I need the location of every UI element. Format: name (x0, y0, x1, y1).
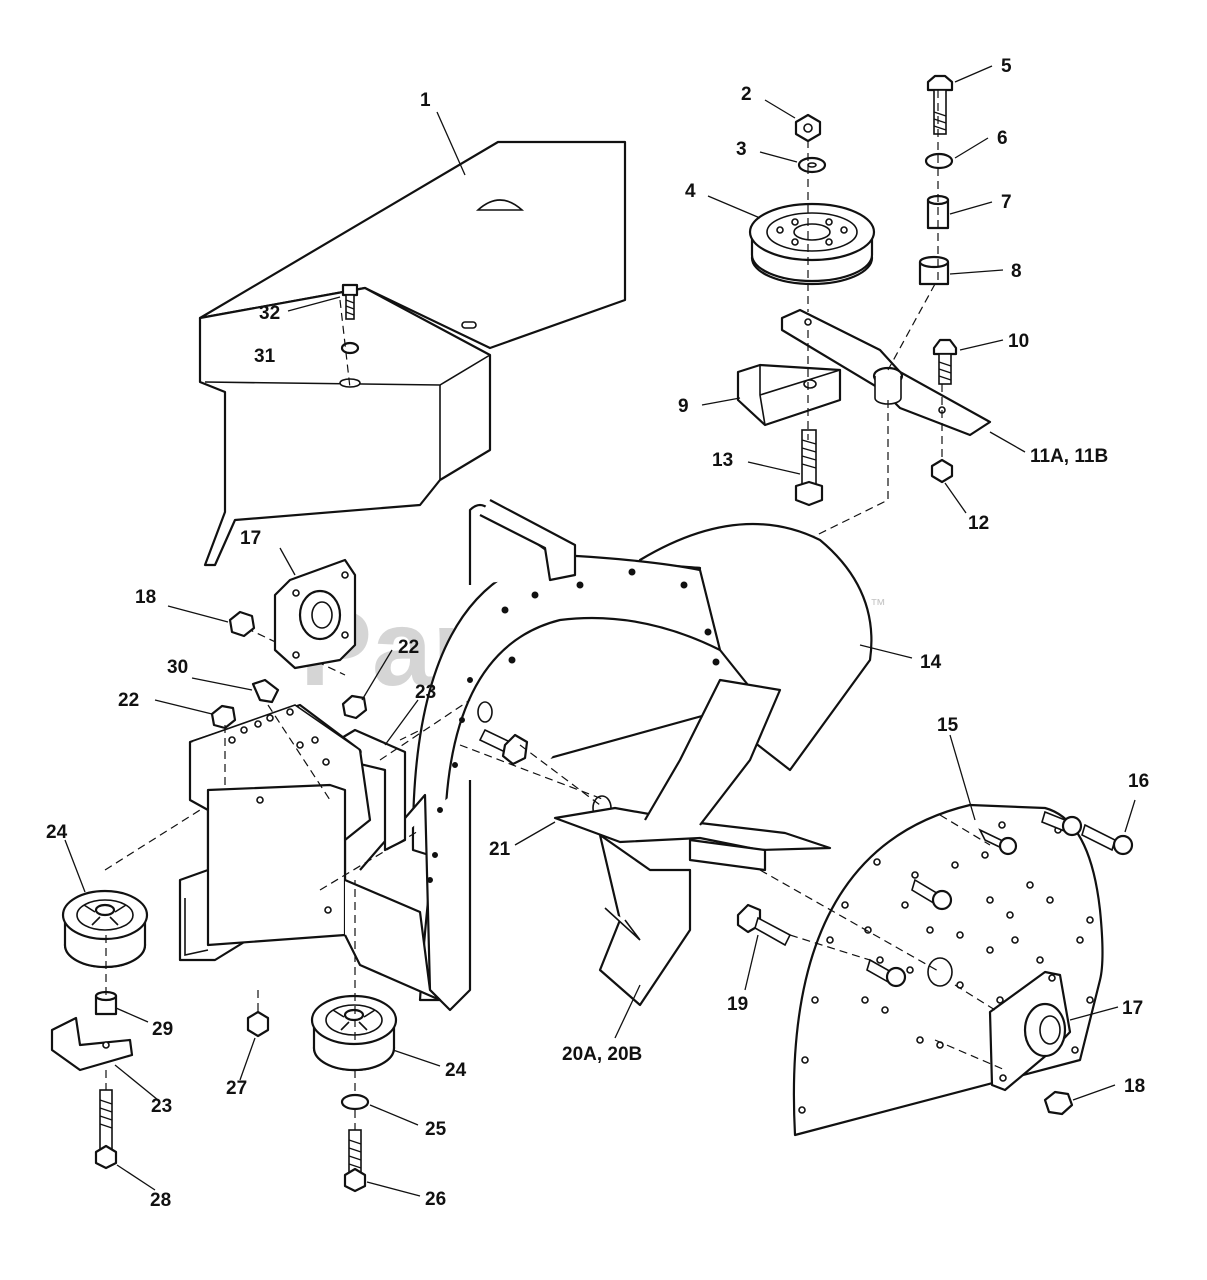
part-14-blower-housing[interactable] (359, 499, 873, 1012)
part-24-pulley-center[interactable] (310, 994, 398, 1072)
callout-23-lower: 23 (151, 1096, 172, 1117)
part-30-clip[interactable] (251, 678, 280, 704)
callout-27: 27 (226, 1078, 247, 1099)
part-1-belt-cover[interactable] (198, 140, 627, 567)
part-22-nut-upper[interactable] (341, 694, 368, 720)
callout-31: 31 (254, 346, 276, 367)
callout-26: 26 (425, 1189, 446, 1210)
part-2-nut[interactable] (794, 113, 822, 143)
part-19-bolt[interactable] (736, 903, 792, 947)
callout-30: 30 (167, 657, 188, 678)
part-24-pulley-left[interactable] (61, 889, 149, 969)
callout-10: 10 (1008, 331, 1029, 352)
part-15-side-plate[interactable] (792, 803, 1104, 1137)
part-20-impeller[interactable] (553, 678, 832, 1007)
callout-19: 19 (727, 994, 748, 1015)
callout-17-left: 17 (240, 528, 261, 549)
part-21-bolt[interactable] (478, 728, 529, 766)
callout-5: 5 (1001, 56, 1012, 77)
callout-4: 4 (685, 181, 696, 202)
callout-32: 32 (259, 303, 280, 324)
callout-24-center: 24 (445, 1060, 467, 1081)
part-18-nut-left[interactable] (228, 610, 256, 638)
callout-13: 13 (712, 450, 733, 471)
callout-29: 29 (152, 1019, 173, 1040)
leader-lines (64, 65, 1136, 1197)
part-23-bracket-lower[interactable] (50, 1016, 134, 1072)
callout-16: 16 (1128, 771, 1149, 792)
callout-labels: 1 2 3 4 5 6 7 8 9 10 11A, 11B 12 13 14 1… (46, 56, 1149, 1211)
callout-22-lower: 22 (118, 690, 139, 711)
callout-6: 6 (997, 128, 1008, 149)
part-27-nut[interactable] (246, 1010, 270, 1038)
watermark-trademark: ™ (870, 597, 886, 614)
part-9-bracket[interactable] (736, 363, 842, 427)
part-25-washer[interactable] (340, 1093, 370, 1111)
callout-7: 7 (1001, 192, 1012, 213)
callout-8: 8 (1011, 261, 1022, 282)
callout-25: 25 (425, 1119, 447, 1140)
callout-3: 3 (736, 139, 747, 160)
part-18-nut-right[interactable] (1043, 1090, 1074, 1116)
callout-23-upper: 23 (415, 682, 436, 703)
callout-22-upper: 22 (398, 637, 419, 658)
callout-24-left: 24 (46, 822, 68, 843)
part-32-bolt[interactable] (341, 283, 359, 320)
part-8-bushing[interactable] (918, 255, 950, 286)
part-6-washer[interactable] (924, 152, 954, 170)
part-5-bolt[interactable] (926, 74, 954, 135)
callout-14: 14 (920, 652, 942, 673)
part-12-nut[interactable] (930, 458, 954, 484)
callout-21: 21 (489, 839, 511, 860)
part-11-idler-arm[interactable] (780, 308, 992, 437)
callout-9: 9 (678, 396, 689, 417)
callout-2: 2 (741, 84, 752, 105)
callout-12: 12 (968, 513, 989, 534)
part-3-washer[interactable] (797, 156, 827, 174)
part-10-bolt[interactable] (932, 338, 958, 385)
part-28-bolt[interactable] (94, 1089, 118, 1170)
part-17-bearing-left[interactable] (273, 558, 357, 670)
callout-18-right: 18 (1124, 1076, 1145, 1097)
part-13-bolt[interactable] (794, 429, 824, 507)
part-17-bearing-right[interactable] (988, 970, 1072, 1092)
chute-bracket-assembly[interactable] (178, 703, 442, 1002)
part-16-bolts[interactable] (866, 810, 1134, 988)
callout-1: 1 (420, 90, 431, 111)
part-22-nut-lower[interactable] (210, 704, 237, 730)
callout-17-right: 17 (1122, 998, 1143, 1019)
part-4-pulley[interactable] (748, 202, 876, 286)
callout-20: 20A, 20B (562, 1044, 642, 1065)
callout-15: 15 (937, 715, 959, 736)
callout-18-left: 18 (135, 587, 156, 608)
part-29-spacer[interactable] (94, 990, 118, 1016)
part-26-bolt[interactable] (343, 1129, 367, 1193)
callout-11: 11A, 11B (1030, 446, 1108, 467)
callout-28: 28 (150, 1190, 171, 1211)
